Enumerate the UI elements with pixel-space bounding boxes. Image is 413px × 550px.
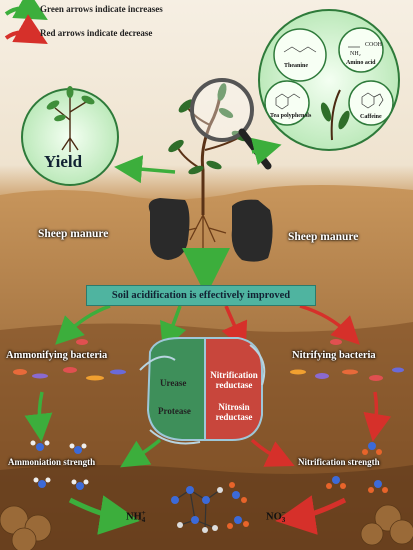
protein-ribbon [139,344,266,445]
nh4-sub: 4 [141,516,146,524]
cooh-label: COOH [365,42,383,48]
no3-base: NO [266,511,282,523]
soil-clods [0,504,413,550]
nitrifying-bacteria-label: Nitrifying bacteria [292,350,376,361]
magnifier-lens-icon [190,78,254,142]
reductase-panel [204,337,263,441]
tea-branch-icon [330,89,341,141]
branch-leaf-icon [320,102,332,122]
manure-right-label: Sheep manure [288,231,359,243]
legend-increase-label: Green arrows indicate increases [40,4,163,14]
no3-sup: − [281,509,286,517]
seedling-icon [54,95,87,152]
theanine-label: Theanine [284,63,309,69]
nitrosin-reductase-label: Nitrosin reductase [215,402,253,422]
yield-label: Yield [44,152,83,171]
nh4-sup: + [141,509,146,517]
nh2-label: NH₂ [350,51,361,57]
caffeine-label: Caffeine [360,114,382,120]
molecule-sketches [275,46,384,110]
ammoniation-strength-label: Ammoniation strength [8,457,96,467]
soil-acidification-banner: Soil acidification is effectively improv… [86,285,316,306]
tea-polyphenols-label: Tea polyphenols [270,113,312,119]
arrow-to-reductase [221,305,248,351]
amino-acid-circle [338,27,384,73]
arrow-to-ammoniation [24,391,53,442]
arrow-to-urease [160,305,187,352]
arrow-panel-to-ammoniation [120,438,162,468]
seedling-leaves [46,86,95,122]
manure-pile-left [148,198,190,260]
arrow-plant-to-yield [114,155,176,184]
bacteria-icons-right [290,339,404,381]
arrow-to-nh4 [68,495,140,535]
no3-charge: −3 [282,510,286,524]
legend-decrease-label: Red arrows indicate decrease [40,28,153,38]
arrow-to-nitrification [363,391,392,442]
no3-sub: 3 [281,516,286,524]
legend-green-arrow [4,0,48,20]
nitrate-molecules [326,442,388,493]
manure-left-label: Sheep manure [38,228,109,240]
no3-label: NO−3 [266,510,286,524]
nh4-base: NH [126,511,142,523]
manure-pile-right [231,199,273,262]
central-molecule-cluster [171,482,249,533]
nitrification-strength-label: Nitrification strength [298,457,380,467]
nh4-label: NH+4 [126,510,146,524]
amino-acid-label: Amino acid [346,60,376,66]
bacteria-icons-left [13,339,126,381]
nitrification-reductase-label: Nitrification reductase [210,370,258,390]
tea-polyphenols-circle [264,80,310,126]
nh4-charge: +4 [142,510,146,524]
arrow-to-nitrifying [299,304,360,345]
arrow-to-ammonifying [55,304,111,345]
arrow-plant-to-compounds [251,137,282,165]
caffeine-circle [348,80,394,126]
compounds-circle [258,9,400,151]
arrow-to-no3 [275,495,347,535]
theanine-circle [273,28,327,82]
tea-plant [168,83,249,248]
arrow-panel-to-nitrification [250,438,295,467]
branch-leaf-icon [338,110,350,130]
urease-label: Urease [160,378,187,388]
urease-protease-panel [146,337,206,441]
legend-red-arrow [4,14,48,44]
ammonium-molecules [30,440,89,490]
bottom-soil-layer [0,465,413,550]
protease-label: Protease [158,406,191,416]
ammonifying-bacteria-label: Ammonifying bacteria [6,350,108,361]
